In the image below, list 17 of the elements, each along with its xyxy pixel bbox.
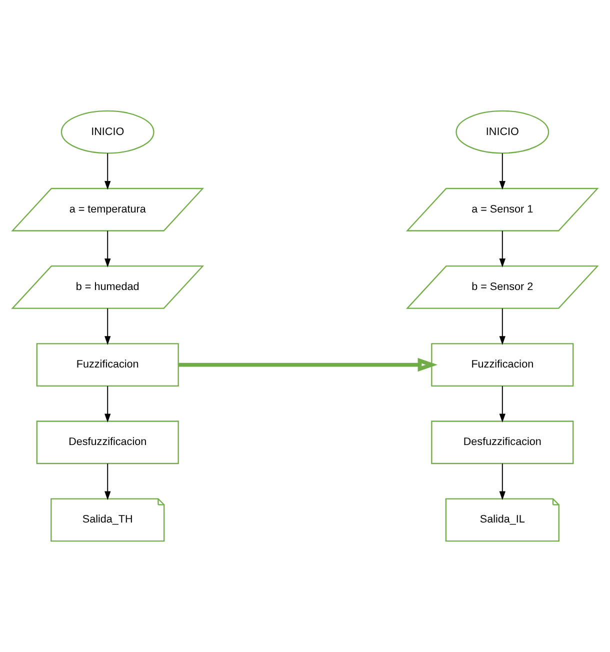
arrow <box>104 463 111 500</box>
node-box: Desfuzzificacion <box>36 420 179 464</box>
arrow <box>178 358 438 372</box>
arrow <box>499 230 506 268</box>
node-box: Fuzzificacion <box>36 343 179 386</box>
arrow <box>499 386 506 423</box>
arrow <box>499 152 506 190</box>
arrow <box>104 152 111 190</box>
arrow <box>499 308 506 345</box>
arrow <box>104 230 111 268</box>
node-box: Fuzzificacion <box>431 343 574 386</box>
arrow <box>104 386 111 423</box>
arrow <box>499 463 506 500</box>
arrow <box>104 308 111 345</box>
node-ellipse: INICIO <box>456 110 550 154</box>
node-box: Desfuzzificacion <box>431 420 574 464</box>
node-ellipse: INICIO <box>60 110 154 154</box>
